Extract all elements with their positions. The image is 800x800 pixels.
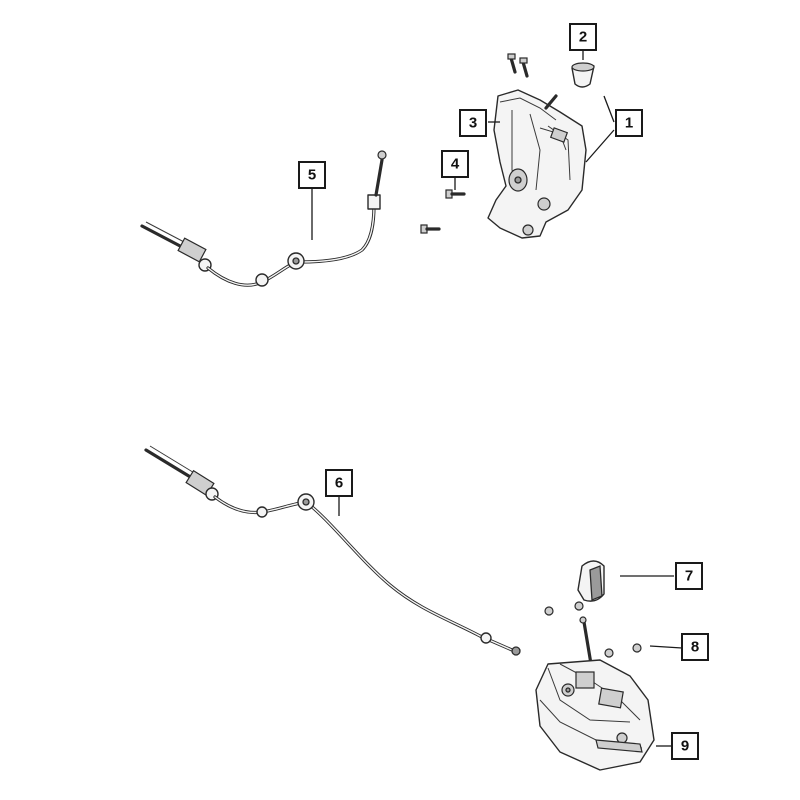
shift-knob-cap (571, 62, 595, 88)
callout-6: 6 (325, 469, 353, 497)
callout-1: 1 (615, 109, 643, 137)
callout-7: 7 (675, 562, 703, 590)
nut-set (544, 601, 642, 658)
bolt-4a (445, 189, 466, 199)
shift-knob (577, 560, 605, 602)
leader-1b (585, 129, 615, 163)
callout-2-label: 2 (579, 29, 587, 46)
shift-cable-top (140, 150, 387, 287)
callout-9: 9 (671, 732, 699, 760)
leader-1 (603, 95, 615, 123)
leader-8 (649, 645, 683, 649)
bolt-pair (507, 53, 529, 78)
callout-7-label: 7 (685, 568, 693, 585)
callout-2: 2 (569, 23, 597, 51)
bolt-4b (420, 224, 441, 234)
shifter-housing-top (487, 89, 587, 239)
shifter-base-bottom (535, 659, 655, 771)
callout-1-label: 1 (625, 115, 633, 132)
callout-4-label: 4 (451, 156, 460, 173)
leader-lines (311, 50, 683, 747)
callout-4: 4 (441, 150, 469, 178)
callout-6-label: 6 (335, 475, 343, 492)
callout-5: 5 (298, 161, 326, 189)
callout-8: 8 (681, 633, 709, 661)
callout-3: 3 (459, 109, 487, 137)
shift-cable-bottom (144, 445, 521, 656)
callout-8-label: 8 (691, 639, 699, 656)
callout-5-label: 5 (308, 167, 316, 184)
callout-9-label: 9 (681, 738, 689, 755)
callout-3-label: 3 (469, 115, 477, 132)
